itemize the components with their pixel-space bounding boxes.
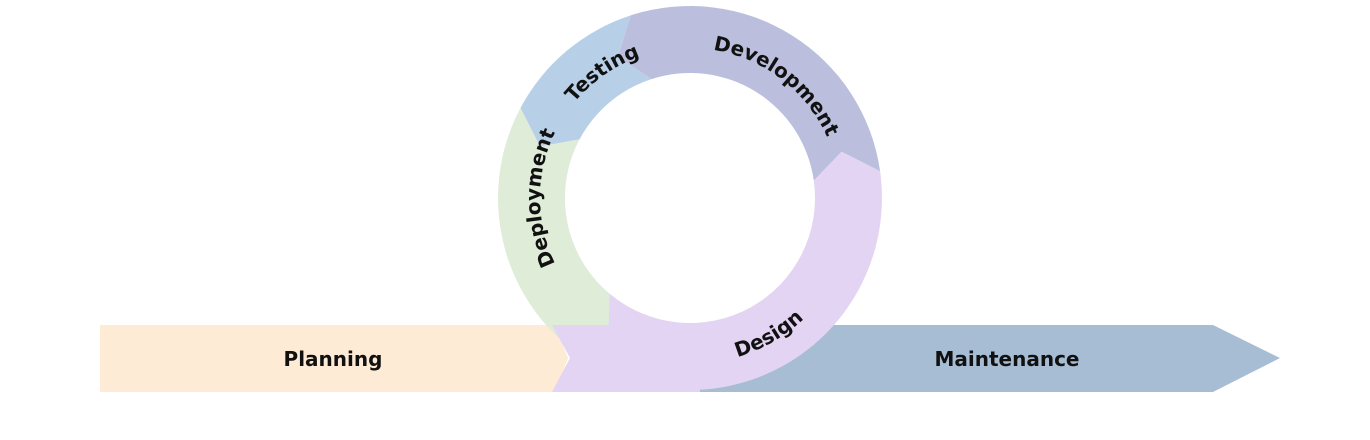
design-band (552, 325, 700, 392)
planning-arrow (100, 325, 568, 392)
testing-segment (520, 15, 652, 147)
planning-label: Planning (284, 347, 383, 371)
maintenance-label: Maintenance (934, 347, 1079, 371)
development-segment (618, 6, 881, 181)
